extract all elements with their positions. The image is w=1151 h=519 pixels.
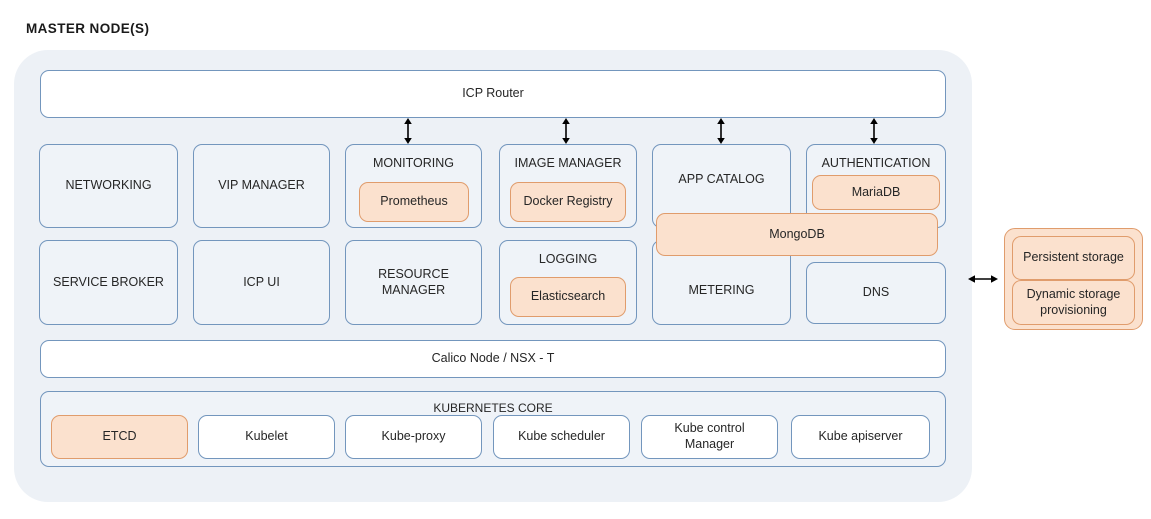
service-label: DNS bbox=[862, 285, 890, 300]
service-box-vip-manager[interactable]: VIP MANAGER bbox=[193, 144, 330, 228]
icp-router-label: ICP Router bbox=[462, 86, 524, 101]
component-label: Prometheus bbox=[380, 194, 448, 209]
service-label: VIP MANAGER bbox=[218, 178, 305, 193]
service-label: ICP UI bbox=[243, 274, 280, 289]
service-label: APP CATALOG bbox=[678, 172, 765, 187]
service-label: SERVICE BROKER bbox=[53, 274, 164, 289]
service-box-resource-manager[interactable]: RESOURCE MANAGER bbox=[345, 240, 482, 325]
network-layer-box[interactable]: Calico Node / NSX - T bbox=[40, 340, 946, 378]
component-box-mongodb[interactable]: MongoDB bbox=[656, 213, 938, 256]
service-group-label: LOGGING bbox=[538, 252, 598, 266]
component-box-mariadb[interactable]: MariaDB bbox=[812, 175, 940, 210]
k8s-component-label: Kube control Manager bbox=[674, 421, 745, 451]
service-box-icp-ui[interactable]: ICP UI bbox=[193, 240, 330, 325]
component-label: MariaDB bbox=[851, 184, 901, 199]
k8s-component-kube-scheduler[interactable]: Kube scheduler bbox=[493, 415, 630, 459]
service-box-service-broker[interactable]: SERVICE BROKER bbox=[39, 240, 178, 325]
service-label: METERING bbox=[688, 282, 755, 297]
k8s-component-label: Kubelet bbox=[245, 429, 288, 444]
component-label: Elasticsearch bbox=[530, 289, 606, 304]
page-title: MASTER NODE(S) bbox=[26, 21, 150, 36]
service-box-networking[interactable]: NETWORKING bbox=[39, 144, 178, 228]
component-label: Docker Registry bbox=[523, 194, 613, 209]
k8s-component-kube-proxy[interactable]: Kube-proxy bbox=[345, 415, 482, 459]
connector-arrow-horizontal-storage bbox=[968, 275, 998, 283]
k8s-component-label: ETCD bbox=[102, 429, 137, 444]
connector-arrow-vertical-2 bbox=[562, 118, 570, 144]
k8s-component-kube-apiserver[interactable]: Kube apiserver bbox=[791, 415, 930, 459]
component-box-docker-registry[interactable]: Docker Registry bbox=[510, 182, 626, 222]
component-label: MongoDB bbox=[769, 226, 825, 241]
service-group-label: IMAGE MANAGER bbox=[514, 156, 622, 170]
k8s-component-etcd[interactable]: ETCD bbox=[51, 415, 188, 459]
storage-box-persistent-storage[interactable]: Persistent storage bbox=[1012, 236, 1135, 280]
connector-arrow-vertical-3 bbox=[717, 118, 725, 144]
storage-label: Persistent storage bbox=[1023, 250, 1124, 265]
k8s-component-kube-control-manager[interactable]: Kube control Manager bbox=[641, 415, 778, 459]
network-layer-label: Calico Node / NSX - T bbox=[431, 351, 555, 366]
kubernetes-core-label: KUBERNETES CORE bbox=[433, 401, 553, 415]
icp-router-box[interactable]: ICP Router bbox=[40, 70, 946, 118]
storage-box-dynamic-storage-provisioning[interactable]: Dynamic storage provisioning bbox=[1012, 280, 1135, 325]
k8s-component-kubelet[interactable]: Kubelet bbox=[198, 415, 335, 459]
service-label: NETWORKING bbox=[65, 178, 152, 193]
service-box-dns[interactable]: DNS bbox=[806, 262, 946, 324]
service-group-label: AUTHENTICATION bbox=[821, 156, 931, 170]
connector-arrow-vertical-4 bbox=[870, 118, 878, 144]
component-box-elasticsearch[interactable]: Elasticsearch bbox=[510, 277, 626, 317]
service-group-label: MONITORING bbox=[372, 156, 455, 170]
service-label: RESOURCE MANAGER bbox=[378, 266, 449, 297]
storage-label: Dynamic storage provisioning bbox=[1026, 286, 1121, 317]
k8s-component-label: Kube scheduler bbox=[518, 429, 605, 444]
component-box-prometheus[interactable]: Prometheus bbox=[359, 182, 469, 222]
k8s-component-label: Kube apiserver bbox=[818, 429, 903, 444]
connector-arrow-vertical-1 bbox=[404, 118, 412, 144]
k8s-component-label: Kube-proxy bbox=[381, 429, 446, 444]
